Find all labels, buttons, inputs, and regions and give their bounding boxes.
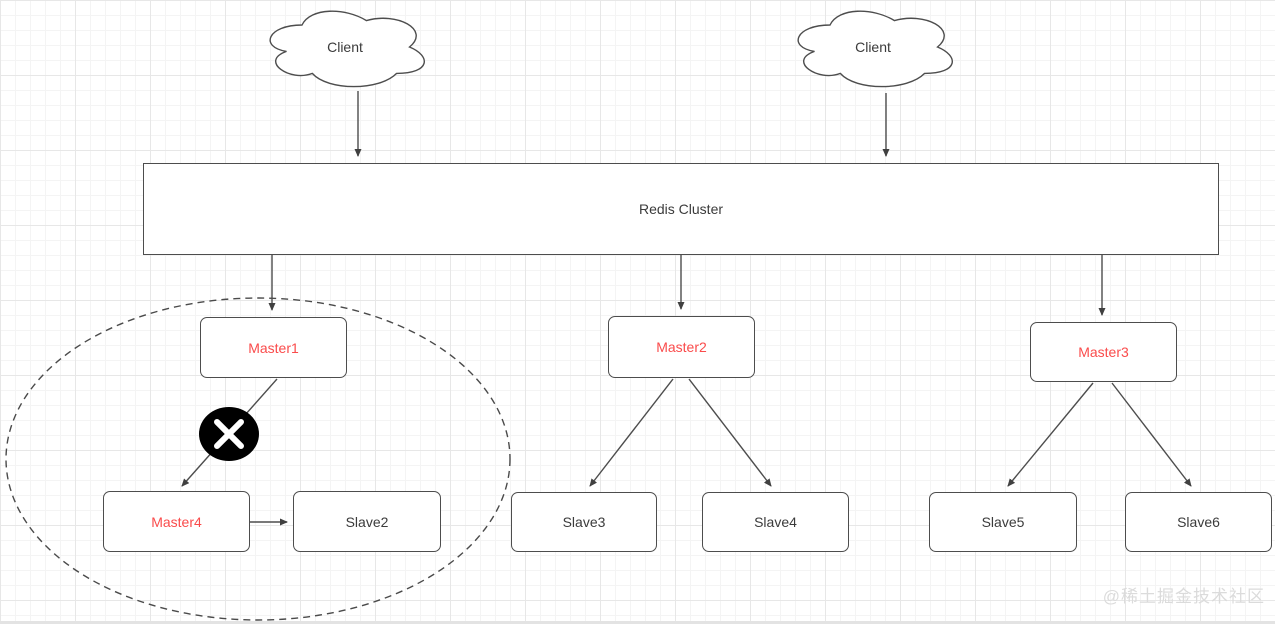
juejin-watermark: @稀土掘金技术社区 — [1102, 587, 1265, 606]
node-master2-label: Master2 — [656, 339, 707, 355]
redis-cluster-bar: Redis Cluster — [143, 163, 1219, 255]
node-master4: Master4 — [103, 491, 250, 552]
node-slave5-label: Slave5 — [981, 514, 1025, 530]
canvas-bottom-edge — [0, 621, 1275, 624]
node-slave3: Slave3 — [511, 492, 657, 552]
node-slave2: Slave2 — [293, 491, 441, 552]
client-cloud-left-label: Client — [327, 39, 363, 55]
node-slave6-label: Slave6 — [1177, 514, 1220, 530]
node-master3: Master3 — [1030, 322, 1177, 382]
client-cloud-left — [269, 10, 425, 88]
node-slave2-label: Slave2 — [345, 513, 389, 530]
edge-master3-slave6 — [1111, 382, 1192, 487]
node-master4-label: Master4 — [151, 513, 202, 530]
edge-master2-slave3 — [589, 378, 674, 487]
node-master1: Master1 — [200, 317, 347, 378]
failure-zone-ellipse — [5, 297, 511, 621]
edge-master2-slave4 — [688, 378, 772, 487]
node-master3-label: Master3 — [1078, 344, 1129, 360]
node-master2: Master2 — [608, 316, 755, 378]
client-cloud-right-label: Client — [855, 39, 891, 55]
redis-cluster-label: Redis Cluster — [638, 201, 724, 217]
failure-x-icon — [199, 407, 259, 461]
client-cloud-right — [797, 10, 953, 88]
node-slave3-label: Slave3 — [562, 514, 606, 530]
node-slave4: Slave4 — [702, 492, 849, 552]
edge-master3-slave5 — [1007, 382, 1094, 487]
node-slave6: Slave6 — [1125, 492, 1272, 552]
node-slave4-label: Slave4 — [754, 514, 797, 530]
node-slave5: Slave5 — [929, 492, 1077, 552]
node-master1-label: Master1 — [248, 339, 299, 356]
